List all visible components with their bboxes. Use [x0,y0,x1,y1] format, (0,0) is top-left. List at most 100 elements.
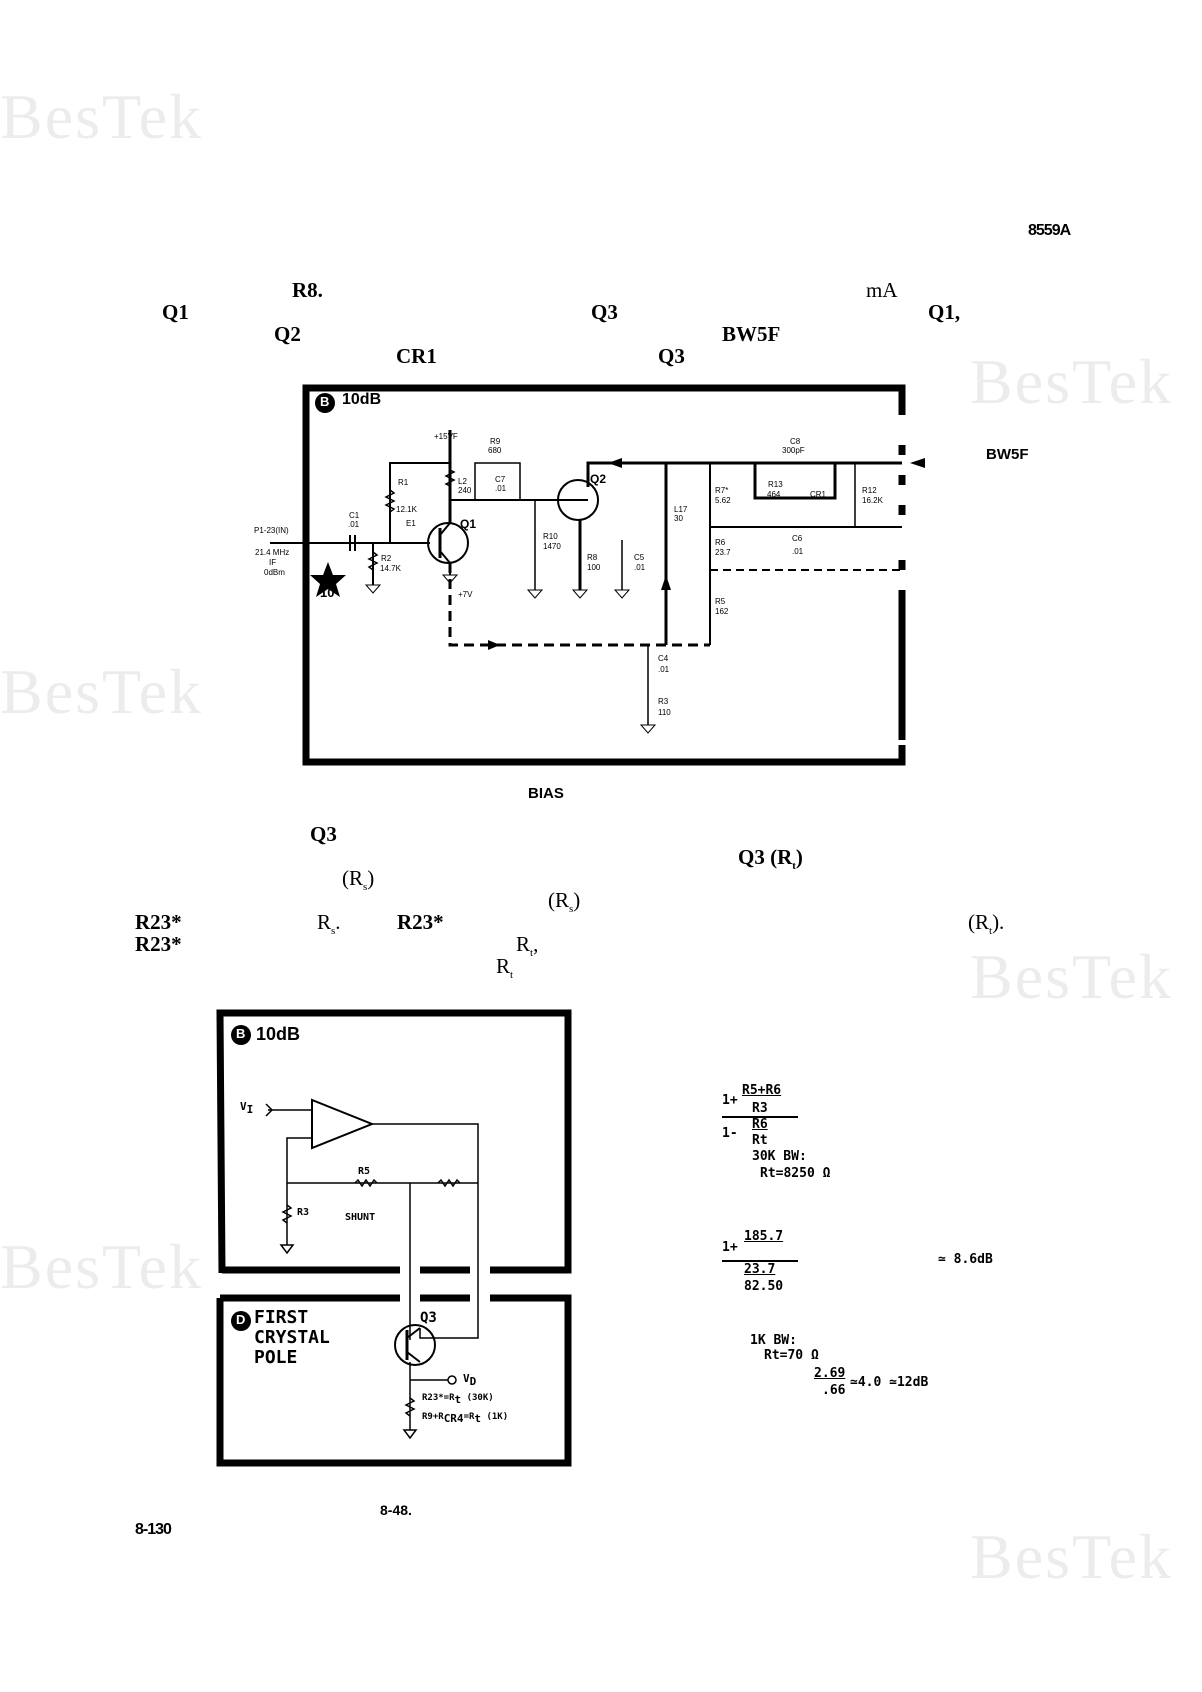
f2-main-bar [722,1260,798,1262]
label-l2v: 240 [458,486,472,495]
text-rt2: (Rt). [968,910,1005,938]
label-dbm: 0dBm [264,568,285,577]
r23-eq-tail: (30K) [466,1393,494,1404]
label-r5-fig2: R5 [358,1166,371,1177]
f2-num: 185.7 [744,1229,784,1244]
text-q3b: Q3 [658,344,685,368]
rs3-text: R [317,910,332,934]
label-q3-fig2: Q3 [420,1310,437,1326]
f1-main-bar [722,1116,798,1118]
label-r23-eq: R23*=Rt (30K) [422,1393,494,1406]
text-r23-c: R23* [135,932,182,956]
label-c4: C4 [658,654,669,663]
bw1k: 1K BW: [750,1333,797,1348]
label-c5: C5 [634,553,645,562]
label-l17v: 30 [674,514,683,523]
section-b-letter: B [320,394,330,409]
label-shunt: SHUNT [345,1212,376,1223]
label-c1v: .01 [348,520,360,529]
label-r9: R9 [490,437,501,446]
label-c8v: 300pF [782,446,805,455]
label-vi: VI [240,1100,253,1116]
fig2-section-d-title: FIRST CRYSTAL POLE [254,1308,330,1368]
page-number: 8-130 [135,1521,172,1538]
label-r3-fig2: R3 [297,1207,310,1218]
label-r8: R8 [587,553,598,562]
text-q3-rt: Q3 (Rt) [738,845,803,873]
fig2-section-d-letter: D [236,1312,246,1327]
text-ma: mA [866,278,898,302]
label-r9-eq: R9+RCR4=Rt (1K) [422,1412,508,1425]
text-q1: Q1 [162,300,189,324]
rt1k: Rt=70 Ω [764,1348,819,1363]
label-e1: E1 [406,519,416,528]
watermark: BesTek [970,941,1174,1012]
bias-schematic [270,384,925,766]
label-c7: C7 [495,475,506,484]
label-r5: R5 [715,597,726,606]
rt3-subscript: t [530,947,534,960]
rs1-subscript: s [363,881,368,894]
label-c5v: .01 [634,563,646,572]
label-q1: Q1 [460,517,477,531]
label-r1v: 12.1K [396,505,417,514]
label-r7v: 5.62 [715,496,731,505]
label-r7: R7* [715,486,729,495]
f1-r6: R6 [752,1117,768,1132]
label-c6: C6 [792,534,803,543]
f2-one: 1+ [722,1240,738,1255]
model-number: 8559A [1028,222,1071,239]
f2-bottom: 82.50 [744,1279,784,1294]
label-testpoint: 10 [320,585,335,600]
section-b-label: 10dB [342,391,382,408]
text-q1b: Q1, [928,300,961,324]
bw5f-side-label: BW5F [986,446,1029,463]
watermark: BesTek [0,656,204,727]
vi-text: V [240,1100,247,1113]
label-r12v: 16.2K [862,496,883,505]
r9-eq-tail: =R [463,1412,475,1423]
figure1-caption: BIAS [528,785,564,802]
f3-den: .66 [822,1383,846,1398]
label-vd: VD [463,1372,476,1388]
text-q3: Q3 [591,300,618,324]
rt4-text: R [496,954,511,978]
rs2-subscript: s [569,903,574,916]
label-r3: R3 [658,697,669,706]
vd-text: V [463,1372,470,1385]
r9-eq-text: R9+R [422,1412,444,1423]
label-r8v: 100 [587,563,601,572]
watermark: BesTek [0,81,204,152]
label-supply: +15VF [434,432,458,441]
text-rt3: Rt, [516,932,539,960]
text-bw5f: BW5F [722,322,781,346]
label-c4v: .01 [658,665,670,674]
label-r6v: 23.7 [715,548,731,557]
text-cr1: CR1 [396,344,437,368]
label-l2: L2 [458,477,467,486]
label-v7: +7V [458,590,473,599]
bw30k: 30K BW: [752,1149,807,1164]
f1-one: 1+ [722,1093,738,1108]
fig2-section-b-letter: B [236,1026,246,1041]
label-c1: C1 [349,511,360,520]
f3-num: 2.69 [814,1366,846,1381]
label-c7v: .01 [495,484,507,493]
r23-eq-subscript: t [454,1393,462,1406]
rs2-text: (R [548,888,569,912]
text-rs3: Rs. [317,910,341,938]
watermark: BesTek [970,1521,1174,1592]
r23-eq-text: R23*=R [422,1393,455,1404]
rt2-text: (R [968,910,989,934]
rt-subscript: t [792,860,796,873]
label-r6: R6 [715,538,726,547]
vi-subscript: I [246,1103,254,1117]
label-if: IF [269,558,277,567]
r9-eq-end: (1K) [486,1412,509,1423]
title-line-crystal: CRYSTAL [254,1327,330,1348]
rt30k: Rt=8250 Ω [760,1166,831,1181]
title-line-pole: POLE [254,1347,298,1368]
label-l17: L17 [674,505,688,514]
r9-eq-subscript-t: t [474,1412,482,1425]
equivalent-circuit [216,1009,572,1467]
